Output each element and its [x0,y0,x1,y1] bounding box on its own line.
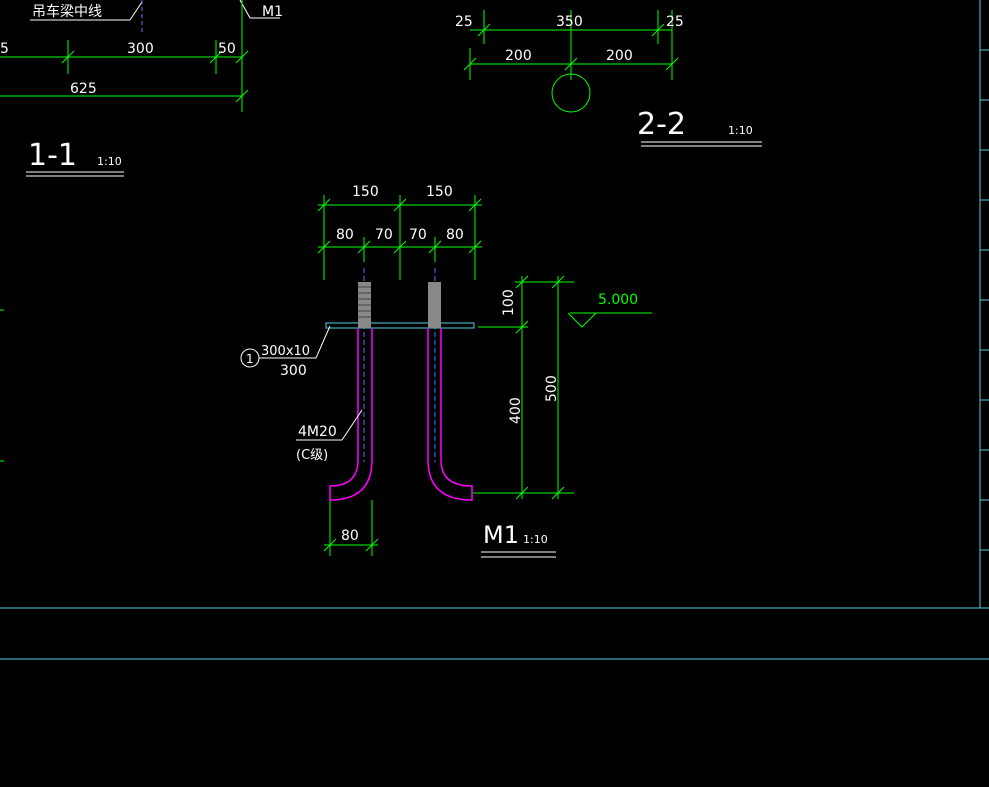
base-plate [325,322,475,329]
tick [61,50,75,64]
bolt-callout-leader [341,409,363,441]
bolt2-hook [427,328,473,501]
tick [564,57,578,71]
section-2-2 [463,10,762,147]
tick [665,57,679,71]
callout-leaders [240,325,556,558]
tick [365,538,379,552]
anchor-bolts [329,328,473,501]
tick [235,89,249,103]
section-1-1 [0,0,280,177]
tick [515,275,529,289]
m1-scale: 1:10 [523,533,548,546]
dim-500: 500 [544,375,560,402]
tick [551,486,565,500]
tick [651,23,665,37]
beam-center-leader [129,1,143,21]
dim-70-right: 70 [409,227,427,243]
dim-hook-80: 80 [341,528,359,544]
dim-80-left: 80 [336,227,354,243]
section-2-2-title: 2-2 [637,107,686,142]
bolt-grade: (C级) [296,448,328,463]
tick [393,240,407,254]
section-1-1-scale: 1:10 [97,155,122,168]
dim-100: 100 [501,289,517,316]
tick [477,23,491,37]
left-edge-marks [0,309,4,462]
tick [468,198,482,212]
plate-length: 300 [280,363,307,379]
tick [463,57,477,71]
detail-m1-dimensions [317,195,652,556]
section-1-1-title: 1-1 [28,138,77,173]
dim-25-right: 25 [666,14,684,30]
tick [468,240,482,254]
dim-200-left: 200 [505,48,532,64]
bolt-hole-circle [551,73,591,113]
plate-size: 300x10 [261,344,310,359]
plate-callout-number: 1 [246,352,254,366]
beam-center-label: 吊车梁中线 [32,3,102,20]
dim-80-right: 80 [446,227,464,243]
elevation-value: 5.000 [598,292,638,308]
section-2-2-scale: 1:10 [728,124,753,137]
bolt2-thread [428,282,441,328]
dim-300: 300 [127,41,154,57]
bolt1-hook [329,328,373,501]
tick [428,240,442,254]
m1-ref-label: M1 [262,4,283,20]
tick [323,538,337,552]
dim-50: 50 [218,41,236,57]
bolt-spec: 4M20 [298,424,337,440]
tick [209,50,223,64]
tick [393,198,407,212]
dim-25-left: 25 [455,14,473,30]
dim-150-left: 150 [352,184,379,200]
tick [551,275,565,289]
dim-350: 350 [556,14,583,30]
tick [317,240,331,254]
elevation-triangle [567,312,597,328]
tick [515,486,529,500]
m1-title: M1 [483,521,519,549]
tick [317,198,331,212]
tick [357,240,371,254]
dim-625: 625 [70,81,97,97]
dim-70-left: 70 [375,227,393,243]
tick [235,50,249,64]
dim-400: 400 [508,397,524,424]
plate-callout-leader [315,325,331,359]
dim-200-right: 200 [606,48,633,64]
frame-right-ticks [980,49,989,551]
bolt1-thread-marks [358,286,371,318]
dim-150-right: 150 [426,184,453,200]
dim-5: 5 [0,41,9,57]
drawing-frame [0,0,989,660]
tick [515,320,529,334]
